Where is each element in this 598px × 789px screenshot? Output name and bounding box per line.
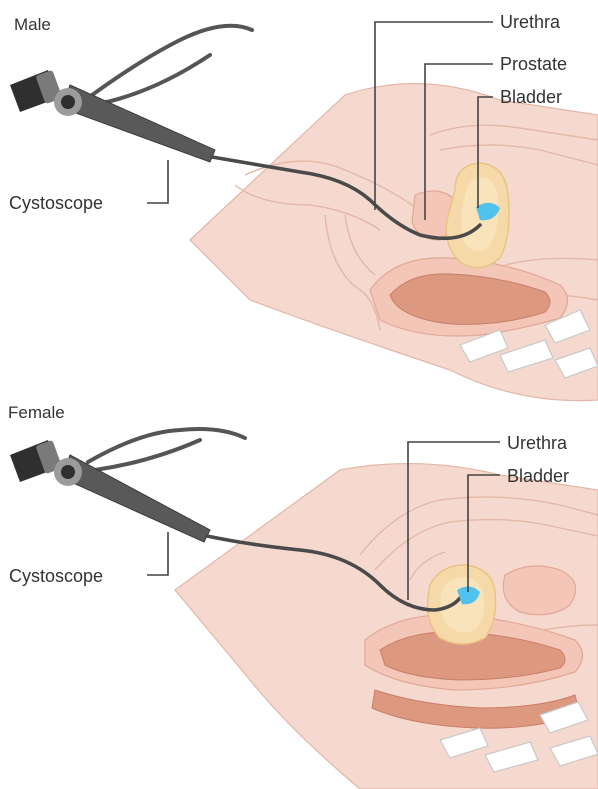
male-anatomy-section bbox=[190, 84, 598, 401]
female-label-bladder: Bladder bbox=[507, 466, 569, 486]
male-panel: Male bbox=[9, 12, 598, 401]
male-label-bladder: Bladder bbox=[500, 87, 562, 107]
female-anatomy-section bbox=[175, 464, 598, 789]
male-label-cystoscope: Cystoscope bbox=[9, 193, 103, 213]
female-label-urethra: Urethra bbox=[507, 433, 568, 453]
female-panel: Female bbox=[8, 403, 598, 789]
female-panel-title: Female bbox=[8, 403, 65, 422]
male-label-urethra: Urethra bbox=[500, 12, 561, 32]
male-panel-title: Male bbox=[14, 15, 51, 34]
male-label-prostate: Prostate bbox=[500, 54, 567, 74]
female-label-cystoscope: Cystoscope bbox=[9, 566, 103, 586]
